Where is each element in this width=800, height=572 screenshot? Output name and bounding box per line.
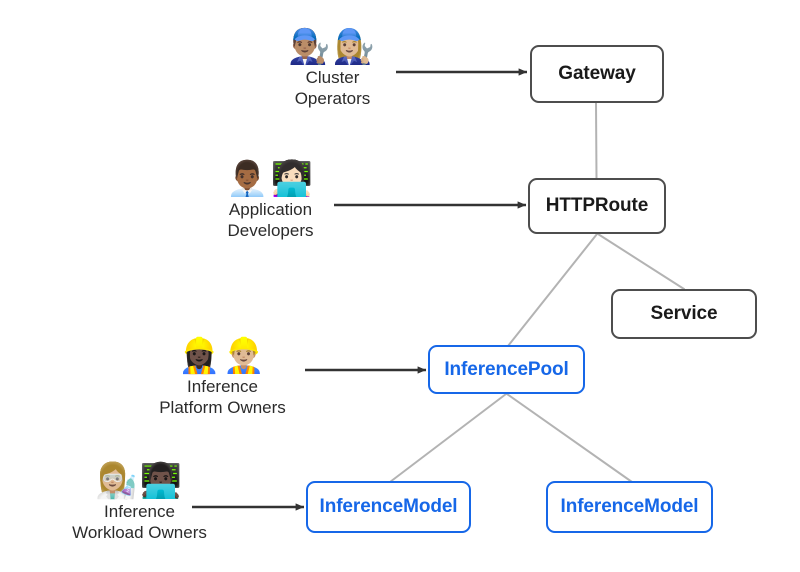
office-worker-technologist-pair-icon: 👨🏾‍💼👩🏻‍💻 [226, 160, 315, 198]
scientist-technologist-pair-icon: 👩🏼‍🔬👨🏿‍💻 [95, 462, 184, 500]
persona-application-developers: 👨🏾‍💼👩🏻‍💻 Application Developers [178, 160, 363, 241]
node-inferencemodel-2[interactable]: InferenceModel [546, 481, 713, 533]
node-inferencepool[interactable]: InferencePool [428, 345, 585, 394]
persona-inference-platform-owners-label: Inference Platform Owners [159, 377, 286, 417]
edge-httproute-service [597, 233, 685, 290]
edge-inferencepool-inferencemodel-2 [506, 393, 633, 483]
construction-worker-pair-icon: 👷🏿‍♀️👷🏼‍♂️ [178, 337, 267, 375]
persona-cluster-operators-label: Cluster Operators [294, 68, 371, 108]
node-service[interactable]: Service [611, 289, 757, 339]
node-httproute-label: HTTPRoute [545, 195, 649, 216]
persona-inference-workload-owners: 👩🏼‍🔬👨🏿‍💻 Inference Workload Owners [32, 462, 247, 543]
mechanic-pair-icon: 👨🏽‍🔧👩🏼‍🔧 [288, 28, 377, 66]
edge-httproute-inferencepool [507, 233, 598, 347]
node-inferencepool-label: InferencePool [444, 358, 569, 380]
edge-inferencepool-inferencemodel-1 [389, 393, 507, 483]
node-inferencemodel-1-label: InferenceModel [319, 496, 458, 517]
node-inferencemodel-2-label: InferenceModel [560, 496, 699, 517]
persona-cluster-operators: 👨🏽‍🔧👩🏼‍🔧 Cluster Operators [240, 28, 425, 109]
node-gateway[interactable]: Gateway [530, 45, 664, 103]
persona-application-developers-label: Application Developers [227, 200, 314, 240]
node-inferencemodel-1[interactable]: InferenceModel [306, 481, 471, 533]
persona-inference-platform-owners: 👷🏿‍♀️👷🏼‍♂️ Inference Platform Owners [130, 337, 315, 418]
node-gateway-label: Gateway [558, 63, 636, 84]
edge-gateway-httproute [595, 102, 598, 179]
persona-inference-workload-owners-label: Inference Workload Owners [72, 502, 207, 542]
node-httproute[interactable]: HTTPRoute [528, 178, 666, 234]
node-service-label: Service [650, 303, 718, 324]
